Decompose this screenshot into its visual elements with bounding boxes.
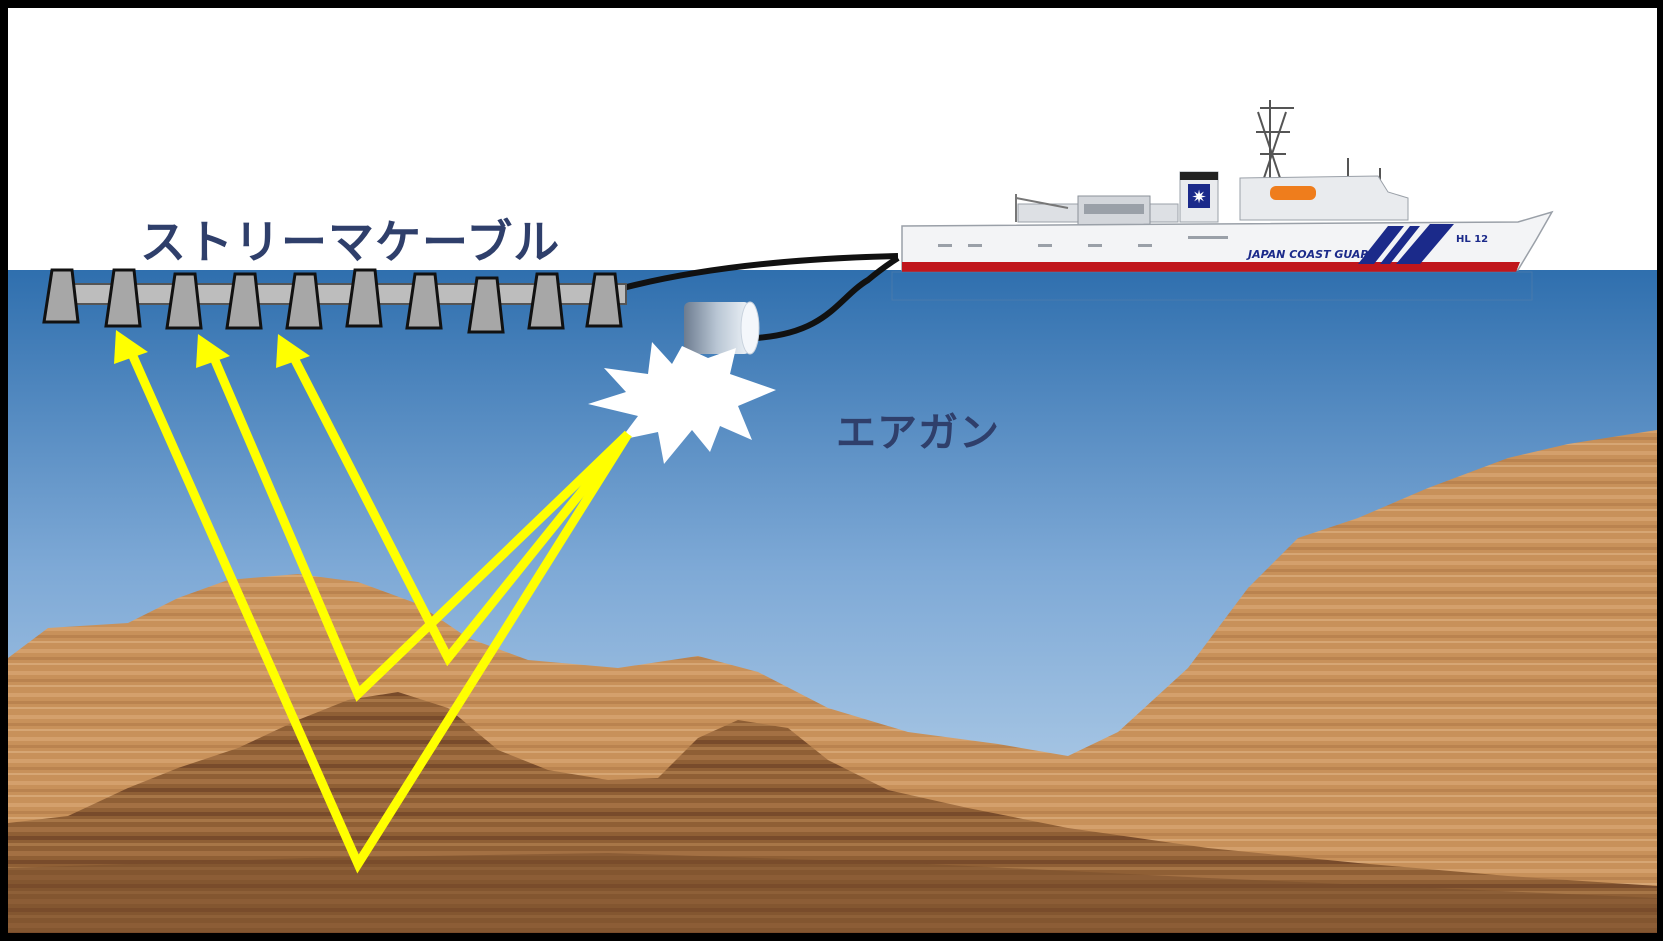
air-gun-icon <box>684 301 760 355</box>
hydrophone-array <box>42 268 623 334</box>
ship-hull-text: JAPAN COAST GUARD <box>1246 248 1378 261</box>
ray-deep <box>127 352 632 874</box>
arrowhead-icon <box>276 334 310 368</box>
seismic-rays <box>127 352 632 874</box>
ray-middle <box>209 356 632 702</box>
ship-crane <box>1015 194 1069 222</box>
hydrophone-icon <box>467 276 505 334</box>
ray-shallow <box>289 355 632 667</box>
ray-arrowheads <box>114 330 310 368</box>
hydrophone-icon <box>405 272 443 330</box>
seabed-deep-layer <box>8 853 1657 933</box>
arrowhead-icon <box>114 330 148 364</box>
ship-portholes <box>938 236 1228 247</box>
ship-funnel <box>1179 171 1219 223</box>
survey-ship: ✷ JAPAN COAST GUARD HL 12 <box>901 100 1554 272</box>
hydrophone-icon <box>104 268 142 328</box>
streamer-cable-label: ストリーマケーブル <box>140 215 561 269</box>
hydrophone-icon <box>285 272 323 330</box>
ship-reflection <box>891 271 1533 301</box>
hydrophone-icon <box>165 272 203 330</box>
hydrophone-icon <box>42 268 80 324</box>
hydrophone-icon <box>345 268 383 328</box>
diagram-canvas: ✷ JAPAN COAST GUARD HL 12 <box>8 8 1657 933</box>
streamer-tow-cable <box>622 253 899 291</box>
coast-guard-emblem-icon: ✷ <box>1191 187 1206 208</box>
ship-waterline <box>902 262 1520 272</box>
shot-starburst-icon <box>588 342 776 464</box>
arrowhead-icon <box>196 334 230 368</box>
airgun-tow-cable <box>755 255 900 341</box>
lifeboat <box>1270 186 1316 200</box>
diagram-scene: ✷ JAPAN COAST GUARD HL 12 <box>8 8 1657 933</box>
ship-hull-number: HL 12 <box>1456 234 1488 245</box>
air-gun-label: エアガン <box>836 410 1000 456</box>
hydrophone-icon <box>585 272 623 328</box>
hydrophone-icon <box>527 272 565 330</box>
hydrophone-icon <box>225 272 263 330</box>
